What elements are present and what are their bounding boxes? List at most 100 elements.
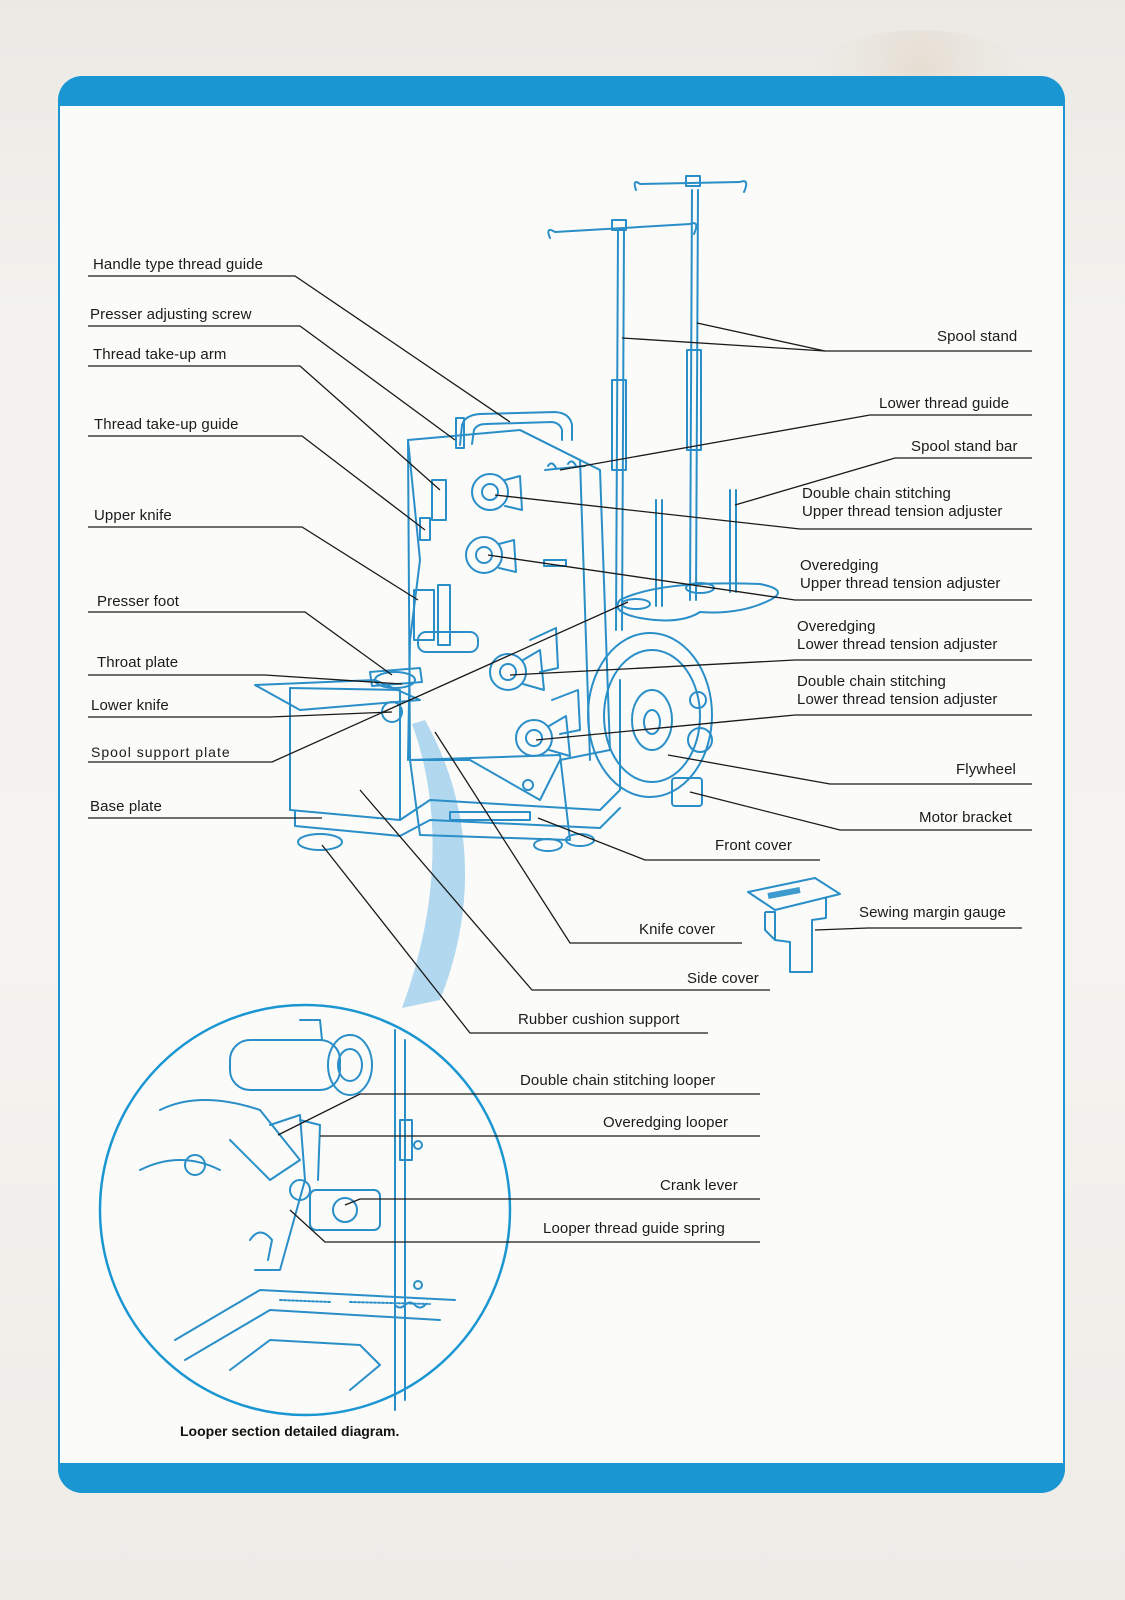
label-dcs-lower-line1: Double chain stitching — [797, 673, 946, 690]
label-sewing-margin-gauge: Sewing margin gauge — [859, 904, 1006, 921]
label-spool-support-plate: Spool support plate — [91, 744, 231, 760]
top-blue-band — [58, 76, 1065, 106]
front-cover-outline — [409, 754, 571, 841]
label-presser-foot: Presser foot — [97, 593, 180, 610]
label-knife-cover: Knife cover — [639, 921, 716, 938]
leader-motor-bracket — [689, 791, 1032, 831]
label-spool-stand-bar: Spool stand bar — [911, 438, 1018, 455]
motor-bracket-part — [671, 777, 703, 807]
take-up-arm — [431, 479, 447, 521]
work-table — [254, 679, 421, 711]
spool-pole-right — [689, 189, 693, 601]
label-throat-plate: Throat plate — [97, 654, 179, 671]
base-plate-outline — [294, 807, 621, 837]
sewing-margin-gauge-part — [747, 877, 841, 973]
label-side-cover: Side cover — [687, 970, 759, 987]
label-dcs-lower-line2: Lower thread tension adjuster — [797, 691, 998, 708]
spool-pole-left — [615, 229, 619, 631]
label-lower-thread-guide: Lower thread guide — [879, 395, 1010, 412]
front-cover-slot — [449, 811, 531, 821]
label-overedging-looper: Overedging looper — [603, 1114, 729, 1131]
cushion-left — [297, 833, 343, 851]
needle-bar — [437, 584, 451, 646]
looper-inset-drawing — [139, 1019, 456, 1411]
label-rubber-cushion-support: Rubber cushion support — [518, 1011, 680, 1028]
leader-dcs-lower — [535, 714, 1032, 741]
guide-arm-right — [633, 180, 748, 193]
front-cover-knob — [522, 779, 534, 791]
leader-take-up-arm — [88, 365, 441, 491]
label-flywheel: Flywheel — [956, 761, 1016, 778]
label-upper-knife: Upper knife — [94, 507, 172, 524]
label-ovd-upper-line2: Upper thread tension adjuster — [800, 575, 1001, 592]
throat-plate-part — [369, 667, 423, 687]
leader-lower-knife — [88, 711, 393, 718]
leader-sewing-margin — [814, 927, 1022, 931]
label-ovd-upper-line1: Overedging — [800, 557, 879, 574]
label-thread-take-up-arm: Thread take-up arm — [93, 346, 227, 363]
label-spool-stand: Spool stand — [937, 328, 1018, 345]
leader-dcs-looper — [277, 1093, 760, 1136]
label-base-plate: Base plate — [90, 798, 162, 815]
label-thread-take-up-guide: Thread take-up guide — [94, 416, 239, 433]
leader-spool-support — [88, 601, 629, 763]
label-dcs-upper-line2: Upper thread tension adjuster — [802, 503, 1003, 520]
leader-front-cover — [537, 817, 820, 861]
label-lower-knife: Lower knife — [91, 697, 169, 714]
leader-lower-thread-guide — [559, 414, 1032, 471]
inset-caption: Looper section detailed diagram. — [180, 1423, 400, 1439]
upper-dcs-tension-dial — [471, 473, 509, 511]
leader-handle-guide — [88, 275, 511, 423]
leader-knife-cover — [434, 731, 742, 944]
upper-knife-part — [413, 589, 435, 641]
leader-presser-screw — [88, 325, 456, 441]
label-presser-adjusting-screw: Presser adjusting screw — [90, 306, 252, 323]
lower-ovd-bracket — [529, 627, 559, 673]
leader-upper-knife — [88, 526, 419, 601]
upper-ovd-tension-dial — [465, 536, 503, 574]
knob-front — [417, 631, 479, 653]
guide-arm-left — [547, 222, 698, 239]
lower-dcs-tension-dial — [515, 719, 553, 757]
leader-ovd-upper — [487, 554, 1032, 601]
leader-spool-stand-b — [696, 322, 826, 352]
lower-dcs-bracket — [551, 689, 581, 735]
base-bed-outline — [289, 679, 621, 821]
label-front-cover: Front cover — [715, 837, 792, 854]
side-cover-outline — [289, 687, 401, 821]
label-ovd-lower-line1: Overedging — [797, 618, 876, 635]
leader-lines — [88, 275, 1032, 1243]
leader-guide-spring — [289, 1209, 760, 1243]
label-motor-bracket: Motor bracket — [919, 809, 1012, 826]
body-right-face — [519, 429, 591, 761]
cushion-mid — [533, 838, 563, 852]
flywheel-hub — [631, 689, 673, 751]
leader-side-cover — [359, 789, 770, 991]
leader-crank-lever — [344, 1198, 760, 1206]
bottom-blue-band — [58, 1463, 1065, 1493]
leader-rubber-cushion — [321, 844, 708, 1034]
label-dcs-looper: Double chain stitching looper — [520, 1072, 716, 1089]
flywheel-outer — [587, 632, 713, 798]
take-up-guide — [419, 517, 431, 541]
top-handle-inner — [471, 421, 563, 445]
leader-dcs-upper — [494, 494, 1032, 530]
top-handle — [459, 411, 573, 446]
lower-ovd-tension-dial — [489, 653, 527, 691]
presser-screw — [455, 417, 465, 449]
leader-flywheel — [667, 754, 1032, 785]
label-ovd-lower-line2: Lower thread tension adjuster — [797, 636, 998, 653]
leader-ovd-lower — [509, 659, 1032, 676]
spool-support-plate — [616, 582, 779, 622]
leader-throat-plate — [88, 674, 403, 685]
presser-foot-part — [374, 671, 416, 689]
label-crank-lever: Crank lever — [660, 1177, 738, 1194]
leader-take-up-guide — [88, 435, 426, 531]
looper-inset-circle — [98, 1003, 512, 1417]
magnifier-ribbon — [402, 720, 466, 1008]
label-handle-type-thread-guide: Handle type thread guide — [93, 256, 264, 273]
leader-spool-stand-bar — [734, 457, 1032, 506]
flywheel-rim — [603, 649, 701, 783]
